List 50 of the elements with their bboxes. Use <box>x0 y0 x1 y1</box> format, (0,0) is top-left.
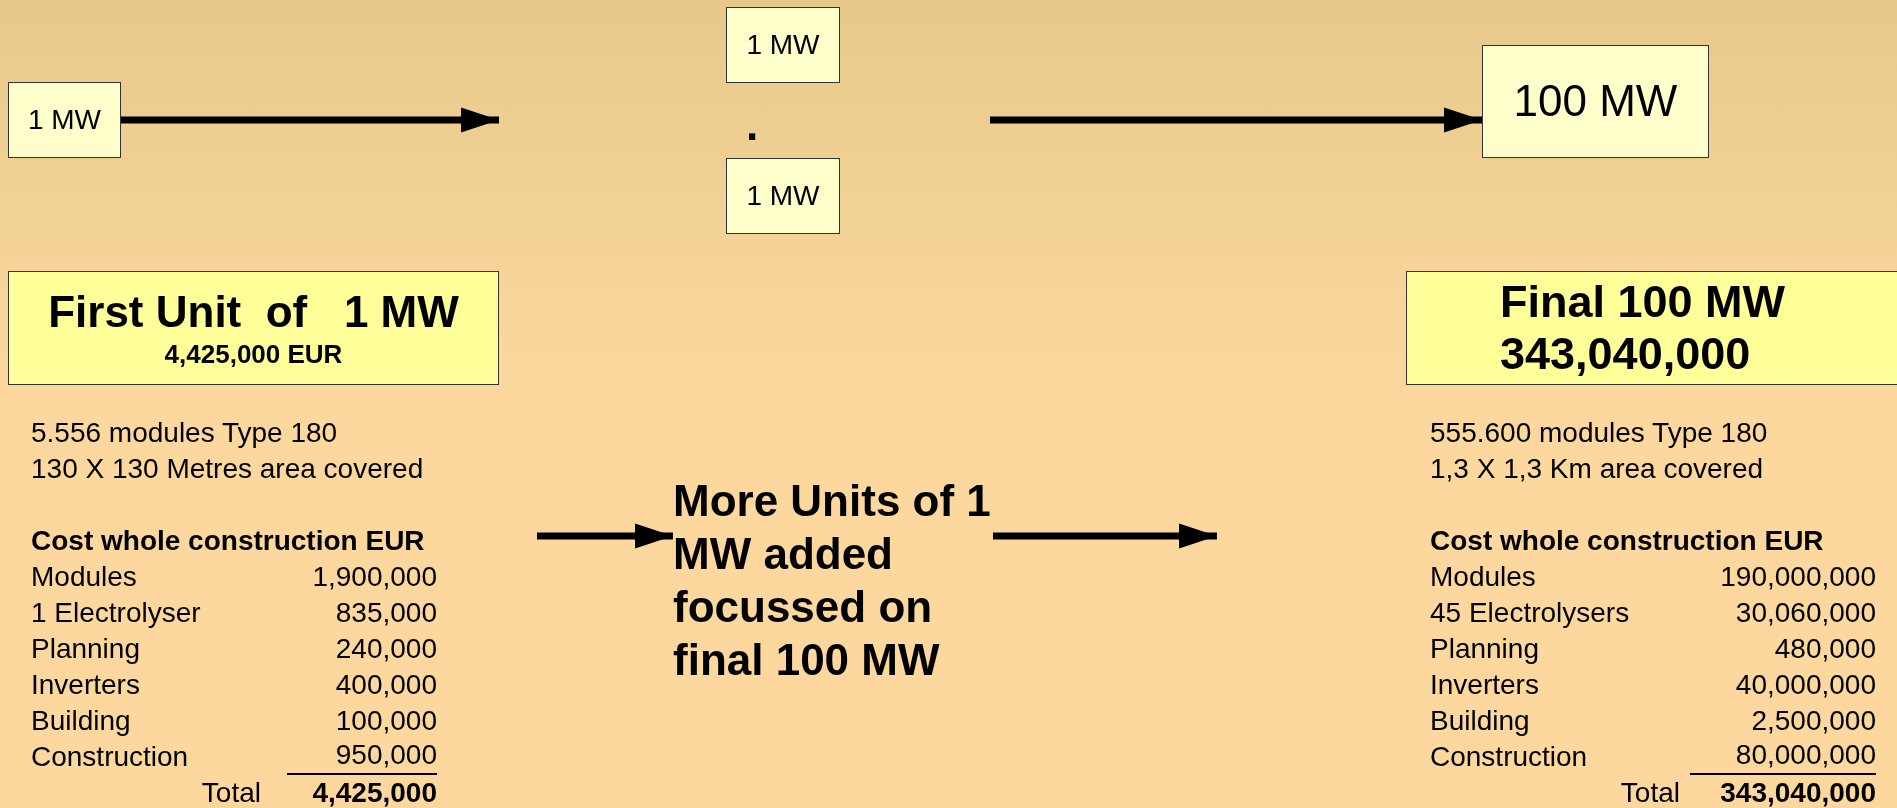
total-value: 343,040,000 <box>1719 776 1876 808</box>
total-label: Total <box>200 776 261 808</box>
cost-item: Inverters <box>31 668 141 702</box>
box-title: 1 MW <box>746 28 820 62</box>
box-subtitle: 4,425,000 EUR <box>164 338 343 370</box>
table-heading: Cost whole construction EUR <box>1430 524 1825 558</box>
cost-value: 100,000 <box>334 704 437 738</box>
description-text: 130 X 130 Metres area covered <box>31 452 425 486</box>
cost-item: Planning <box>31 632 141 666</box>
description-text: 1,3 X 1,3 Km area covered <box>1430 452 1765 486</box>
unit-box <box>8 82 121 158</box>
box-subtitle: 343,040,000 <box>1500 328 1751 380</box>
cost-value: 190,000,000 <box>1719 560 1876 594</box>
cost-item: Inverters <box>1430 668 1540 702</box>
cost-value: 40,000,000 <box>1734 668 1876 702</box>
note-text: More Units of 1 MW added focussed on final 100 MW <box>673 475 992 686</box>
cost-item: Modules <box>31 560 138 594</box>
unit-box <box>1406 271 1897 385</box>
cost-item: 1 Electrolyser <box>31 596 202 630</box>
cost-item: Construction <box>31 740 190 774</box>
ellipsis-dot: . <box>746 100 759 150</box>
cost-item: Building <box>1430 704 1531 738</box>
unit-box <box>726 158 840 234</box>
box-title: First Unit of 1 MW <box>48 286 459 338</box>
cost-value: 2,500,000 <box>1750 704 1876 738</box>
cost-value: 400,000 <box>334 668 437 702</box>
box-title: 100 MW <box>1513 75 1678 128</box>
box-title: 1 MW <box>746 179 820 213</box>
box-title: Final 100 MW <box>1500 276 1786 328</box>
cost-item: Construction <box>1430 740 1589 774</box>
total-label: Total <box>1619 776 1680 808</box>
cost-value: 480,000 <box>1773 632 1876 666</box>
cost-value: 240,000 <box>334 632 437 666</box>
cost-item: 45 Electrolysers <box>1430 596 1631 630</box>
cost-value: 1,900,000 <box>311 560 437 594</box>
box-title: 1 MW <box>27 103 102 137</box>
cost-value: 30,060,000 <box>1734 596 1876 630</box>
cost-item: Building <box>31 704 132 738</box>
cost-item: Modules <box>1430 560 1537 594</box>
unit-box <box>8 271 499 385</box>
cost-item: Planning <box>1430 632 1540 666</box>
table-heading: Cost whole construction EUR <box>31 524 426 558</box>
description-text: 5.556 modules Type 180 <box>31 416 339 450</box>
cost-value: 835,000 <box>334 596 437 630</box>
total-value: 4,425,000 <box>311 776 437 808</box>
cost-value: 950,000 <box>287 739 437 775</box>
unit-box <box>1482 45 1709 158</box>
cost-value: 80,000,000 <box>1690 739 1876 775</box>
description-text: 555.600 modules Type 180 <box>1430 416 1769 450</box>
unit-box <box>726 7 840 83</box>
